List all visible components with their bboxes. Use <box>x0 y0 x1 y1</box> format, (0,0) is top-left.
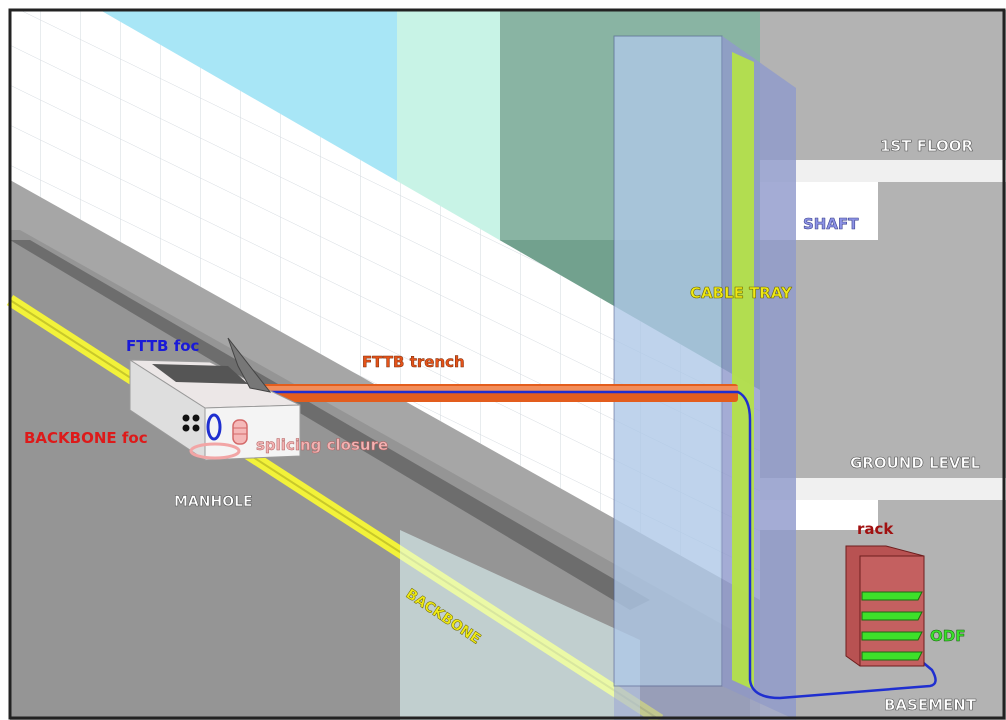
shaft-front <box>613 35 723 687</box>
label-backbone-foc: BACKBONE foc <box>24 429 148 447</box>
manhole-opening <box>152 364 248 384</box>
label-cable-tray: CABLE TRAY <box>690 284 793 302</box>
ground-cut-dark <box>10 230 750 720</box>
label-ground-level: GROUND LEVEL <box>850 454 981 472</box>
label-fttb-foc: FTTB foc <box>126 337 199 355</box>
manhole-lid <box>227 337 272 393</box>
label-manhole: MANHOLE <box>174 494 253 510</box>
backbone-ducts-icon <box>182 414 200 432</box>
cable-coil-icon <box>189 442 241 460</box>
splicing-closure-icon <box>232 419 248 445</box>
label-first-floor: 1ST FLOOR <box>880 137 973 155</box>
fttb-foc-path <box>244 390 937 700</box>
diagram-border <box>8 8 1006 720</box>
cable-tray <box>732 52 754 690</box>
label-basement: BASEMENT <box>884 696 977 714</box>
label-shaft: SHAFT <box>803 215 859 233</box>
odf-shelves-icon <box>861 591 923 661</box>
rack-icon <box>845 545 925 667</box>
label-splicing-closure: splicing closure <box>256 436 388 454</box>
basement-path <box>400 530 640 720</box>
label-fttb-trench: FTTB trench <box>362 353 465 371</box>
ground-level-slab <box>760 478 1006 500</box>
ground-cut-stripe <box>10 240 650 610</box>
fttb-trench-highlight <box>244 386 738 391</box>
label-rack: rack <box>857 520 894 538</box>
fiber-loop-icon <box>206 413 222 441</box>
first-floor-slab <box>760 160 1006 182</box>
label-odf: ODF <box>930 627 965 645</box>
